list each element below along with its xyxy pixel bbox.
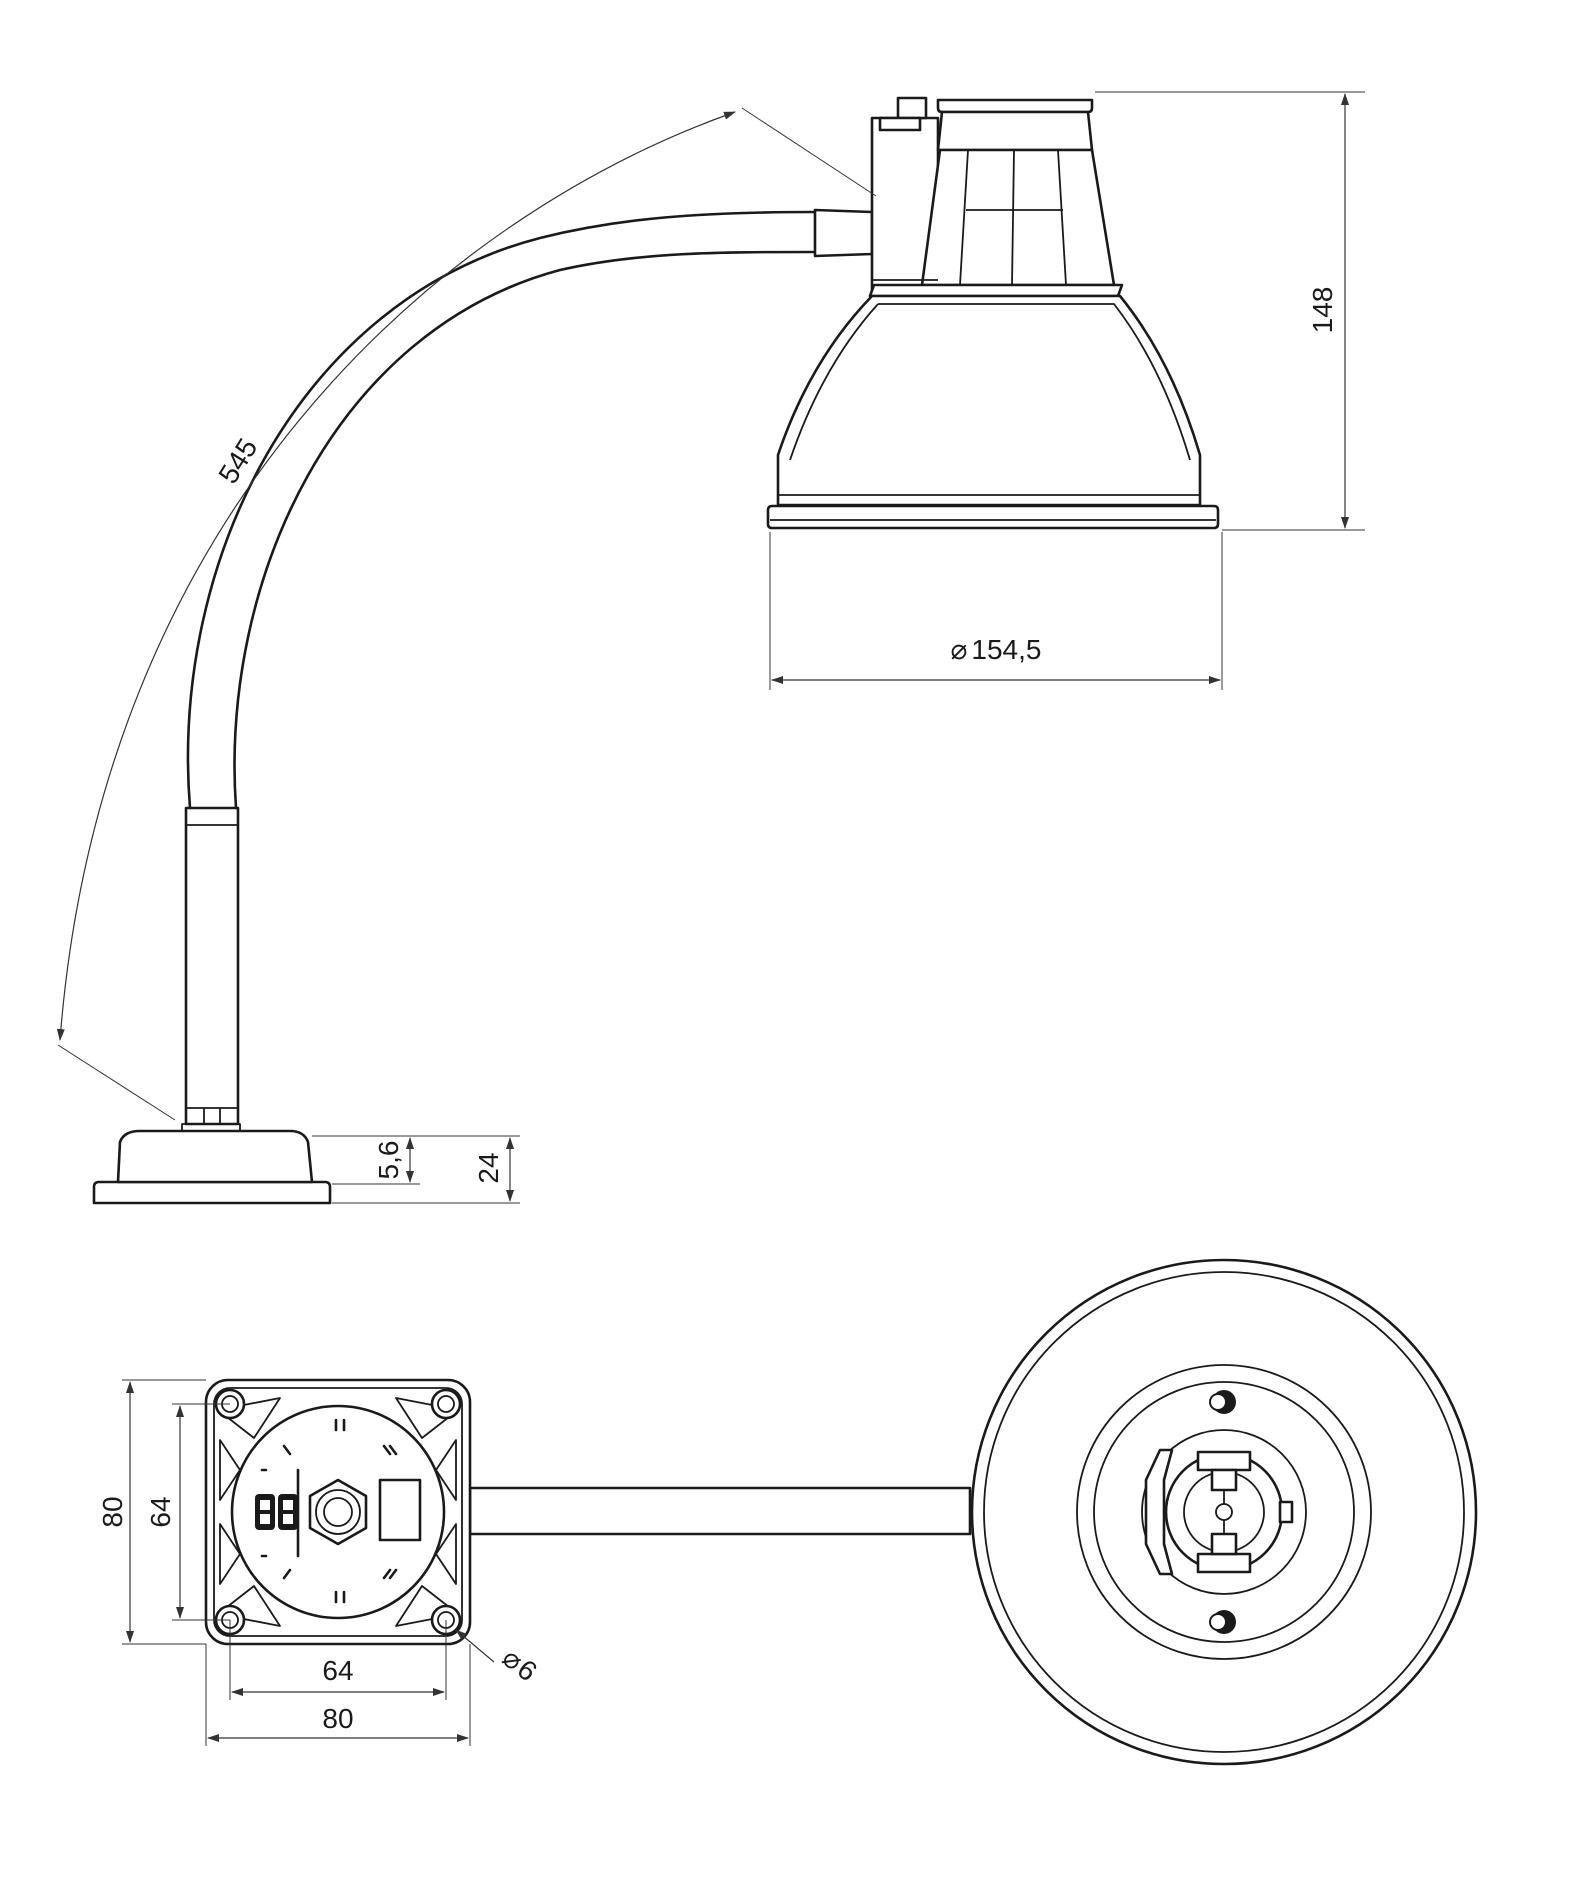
lamp-base-side bbox=[92, 1123, 332, 1205]
base-step-height-label: 5,6 bbox=[373, 1141, 404, 1180]
terminal-block bbox=[255, 1468, 300, 1558]
base-outer-width-label: 80 bbox=[322, 1703, 353, 1734]
top-view: 80 64 64 80 ⌀6 bbox=[97, 1258, 1478, 1766]
dimension-shade-height: 148 bbox=[1095, 91, 1365, 531]
lamp-base-top bbox=[204, 1378, 472, 1646]
arm-length-label: 545 bbox=[212, 433, 263, 489]
dimension-shade-diameter: ⌀154,5 bbox=[769, 532, 1223, 690]
shade-screws bbox=[1209, 1390, 1236, 1634]
lamp-stem bbox=[184, 806, 240, 1126]
hole-spacing-y-label: 64 bbox=[145, 1496, 176, 1527]
hole-diameter-label: ⌀6 bbox=[497, 1642, 543, 1688]
lamp-shade-top bbox=[970, 1258, 1478, 1766]
dimension-base-heights: 5,6 24 bbox=[312, 1135, 520, 1204]
cable-gland-hex bbox=[308, 1478, 368, 1546]
dimension-arm-length: 545 bbox=[56, 107, 877, 1121]
shade-height-label: 148 bbox=[1307, 287, 1338, 334]
base-height-label: 24 bbox=[473, 1152, 504, 1183]
diameter-symbol: ⌀ bbox=[951, 634, 968, 665]
lamp-socket bbox=[1144, 1448, 1294, 1576]
hole-spacing-x-label: 64 bbox=[322, 1655, 353, 1686]
lamp-shade-side bbox=[766, 294, 1220, 530]
switch-rect bbox=[378, 1478, 422, 1542]
shade-diameter-value: 154,5 bbox=[971, 634, 1041, 665]
lamp-head bbox=[868, 96, 1124, 298]
base-outer-height-label: 80 bbox=[97, 1496, 128, 1527]
tick-marks bbox=[282, 1418, 398, 1604]
shade-diameter-label: ⌀154,5 bbox=[951, 634, 1042, 665]
lamp-arm-top bbox=[468, 1486, 972, 1536]
side-view: 545 148 ⌀154,5 5,6 24 bbox=[56, 91, 1365, 1205]
